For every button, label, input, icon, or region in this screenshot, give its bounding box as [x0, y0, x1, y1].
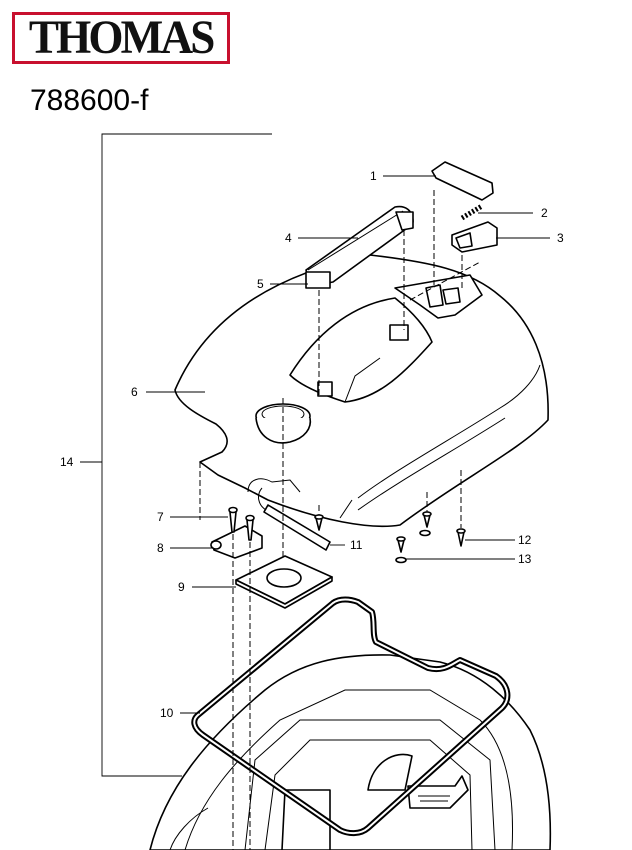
part-label-4: 4 [285, 231, 292, 245]
part-labels: 1 2 3 4 5 6 7 8 9 10 11 12 13 14 [60, 169, 564, 720]
hinge-screws [228, 506, 255, 541]
filter-pad [235, 555, 333, 609]
leader-lines [146, 175, 550, 714]
part-label-9: 9 [178, 580, 185, 594]
logo-text: THOMAS [29, 11, 215, 64]
part-label-6: 6 [131, 385, 138, 399]
thomas-logo: THOMAS [12, 12, 230, 64]
part-label-13: 13 [518, 552, 532, 566]
part-label-1: 1 [370, 169, 377, 183]
hinge-rod [258, 487, 331, 551]
part-label-8: 8 [157, 541, 164, 555]
gasket-ring [191, 596, 511, 837]
part-label-10: 10 [160, 706, 174, 720]
part-label-7: 7 [157, 510, 164, 524]
cover-screws [314, 511, 466, 564]
assembly-bracket [101, 133, 272, 777]
hinge-bracket [210, 525, 263, 559]
part-label-14: 14 [60, 455, 74, 469]
carry-handle [305, 205, 414, 289]
assembly-guides [199, 190, 481, 850]
button-cap [431, 161, 494, 201]
top-cover [174, 254, 549, 528]
model-number: 788600-f [30, 84, 149, 117]
part-label-3: 3 [557, 231, 564, 245]
part-label-11: 11 [350, 538, 363, 552]
spring [460, 203, 484, 221]
switch-housing [451, 221, 498, 253]
part-label-2: 2 [541, 206, 548, 220]
part-label-12: 12 [518, 533, 532, 547]
vacuum-body [149, 654, 552, 850]
part-label-5: 5 [257, 277, 264, 291]
